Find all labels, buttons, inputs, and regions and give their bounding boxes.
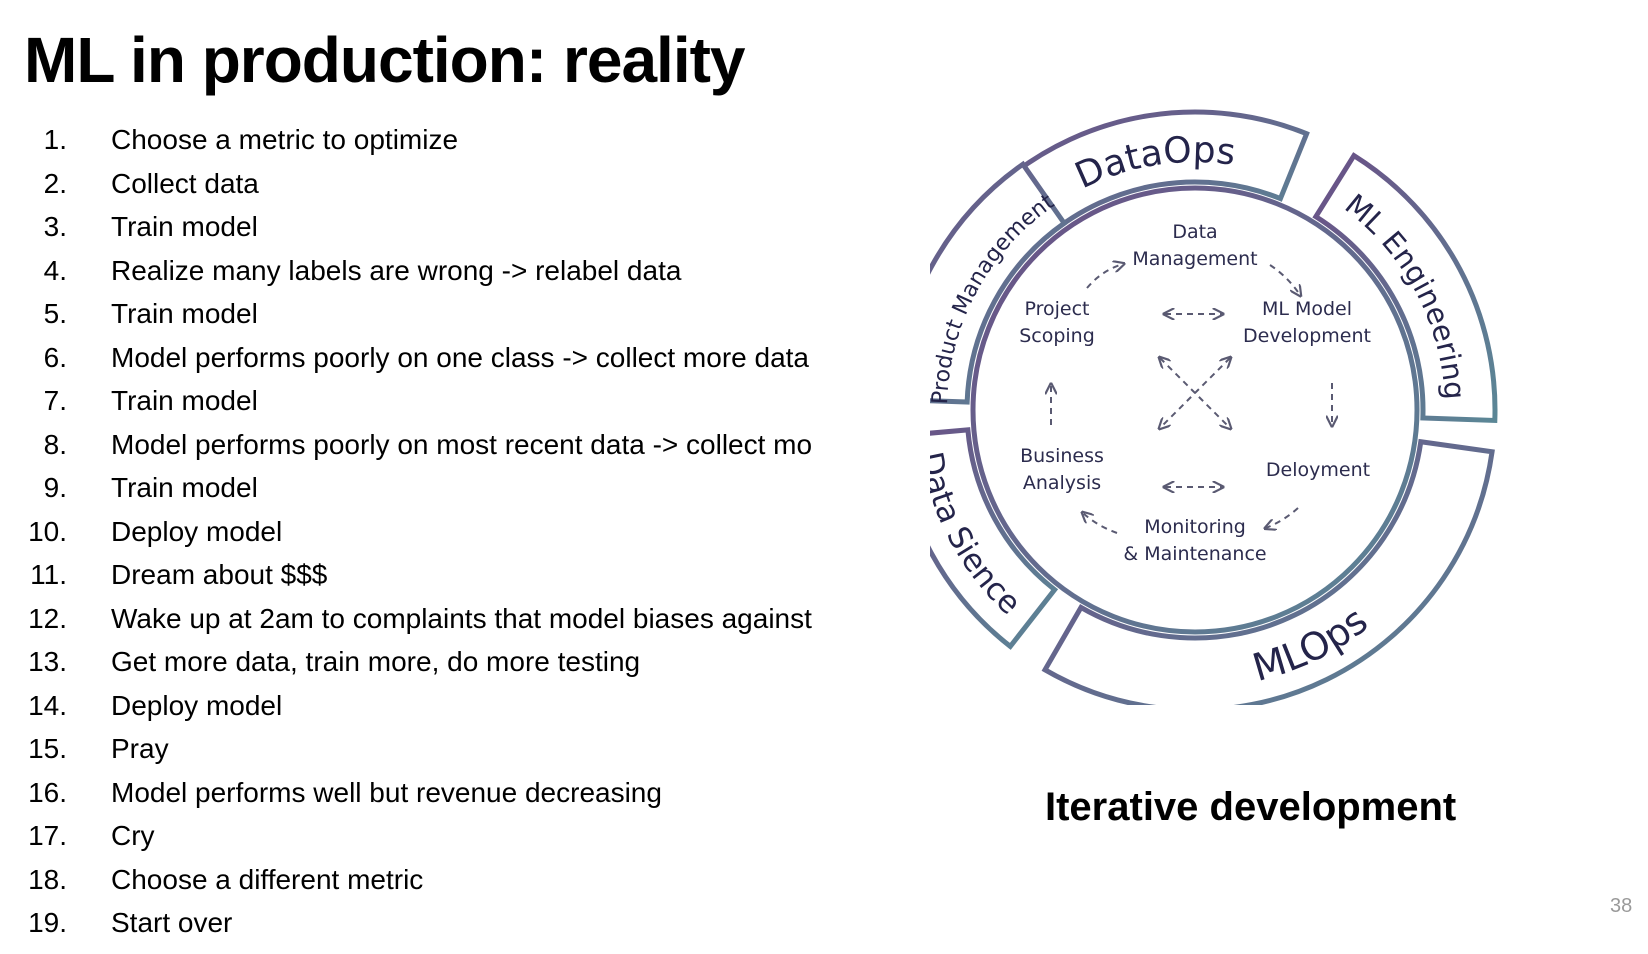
list-item-number: 16. (28, 776, 67, 808)
list-item-text: Model performs poorly on most recent dat… (111, 428, 813, 460)
list-item-number: 6. (43, 341, 67, 373)
list-item-text: Model performs well but revenue decreasi… (111, 776, 662, 808)
list-item-text: Cry (111, 820, 155, 851)
list-item: 5. Train model (0, 292, 890, 336)
list-item: 4. Realize many labels are wrong -> relab… (0, 249, 890, 293)
diagram-caption: Iterative development (1045, 785, 1457, 829)
list-item-number: 12. (28, 602, 67, 634)
page-number: 38 (1610, 895, 1633, 917)
list-item-text: Realize many labels are wrong -> relabel… (111, 254, 682, 286)
list-item-text: Train model (111, 211, 258, 242)
list-item-text: Get more data, train more, do more testi… (111, 646, 641, 677)
list-item: 6. Model performs poorly on one class -> … (0, 336, 890, 380)
list-item-text: Deploy model (111, 515, 283, 547)
list-item: 19. Start over (0, 901, 890, 945)
list-item-text: Start over (111, 907, 233, 938)
list-item-text: Wake up at 2am to complaints that model … (111, 602, 812, 634)
list-item-number: 4. (43, 254, 67, 286)
list-item-number: 11. (30, 559, 67, 590)
list-item: 7. Train model (0, 379, 890, 423)
list-item: 16. Model performs well but revenue decre… (0, 771, 890, 815)
list-item-number: 15. (28, 733, 67, 764)
arrow (1269, 264, 1300, 295)
list-item: 2. Collect data (0, 162, 890, 206)
list-item-text: Deploy model (111, 689, 283, 721)
list-item-number: 2. (43, 167, 67, 199)
list-item-text: Pray (111, 733, 169, 764)
steps-list: 1. Choose a metric to optimize 2. Collect d… (0, 118, 890, 945)
list-item-text: Train model (111, 298, 258, 329)
list-item: 10. Deploy model (0, 510, 890, 554)
arrow (1266, 507, 1299, 528)
list-item: 15. Pray (0, 727, 890, 771)
list-item-number: 19. (28, 907, 67, 938)
list-item: 13. Get more data, train more, do more te… (0, 640, 890, 684)
list-item: 14. Deploy model (0, 684, 890, 728)
list-item-text: Collect data (111, 167, 259, 199)
list-item: 11. Dream about $$$ (0, 553, 890, 597)
cycle-arrows (1051, 264, 1332, 534)
arrow (1086, 264, 1123, 289)
list-item-number: 1. (43, 124, 67, 155)
list-item-number: 13. (28, 646, 67, 677)
segment-product-management (930, 160, 1068, 405)
segment-data-science (930, 427, 1059, 650)
segment-ml-engineering (1312, 152, 1498, 424)
segment-dataops (999, 109, 1310, 239)
list-item-text: Dream about $$$ (111, 559, 328, 590)
list-item-number: 7. (43, 385, 67, 416)
list-item: 12. Wake up at 2am to complaints that mod… (0, 597, 890, 641)
list-item-number: 8. (43, 428, 67, 460)
list-item-text: Choose a different metric (111, 863, 424, 895)
list-item-text: Train model (111, 472, 258, 503)
list-item-number: 17. (28, 820, 67, 851)
list-item: 8. Model performs poorly on most recent d… (0, 423, 890, 467)
list-item-number: 5. (43, 298, 67, 329)
list-item-number: 14. (28, 689, 67, 721)
list-item-text: Train model (111, 385, 258, 416)
arrow (1160, 358, 1230, 428)
list-item: 1. Choose a metric to optimize (0, 118, 890, 162)
list-item-number: 9. (43, 472, 67, 503)
list-item-number: 3. (43, 211, 67, 242)
list-item: 3. Train model (0, 205, 890, 249)
list-item-text: Choose a metric to optimize (111, 124, 459, 155)
inner-circle (970, 185, 1420, 635)
list-item-number: 10. (28, 515, 67, 547)
list-item: 18. Choose a different metric (0, 858, 890, 902)
list-item: 17. Cry (0, 814, 890, 858)
list-item-text: Model performs poorly on one class -> co… (111, 341, 809, 373)
segment-mlops (1041, 438, 1495, 705)
list-item: 9. Train model (0, 466, 890, 510)
node-deployment: Deloyment (1266, 459, 1370, 481)
arrow (1083, 513, 1118, 534)
list-item-number: 18. (28, 863, 67, 895)
slide-title: ML in production: reality (24, 24, 745, 96)
node-monitoring: Monitoring& Maintenance (1123, 516, 1266, 565)
outer-ring-segments (930, 109, 1498, 705)
